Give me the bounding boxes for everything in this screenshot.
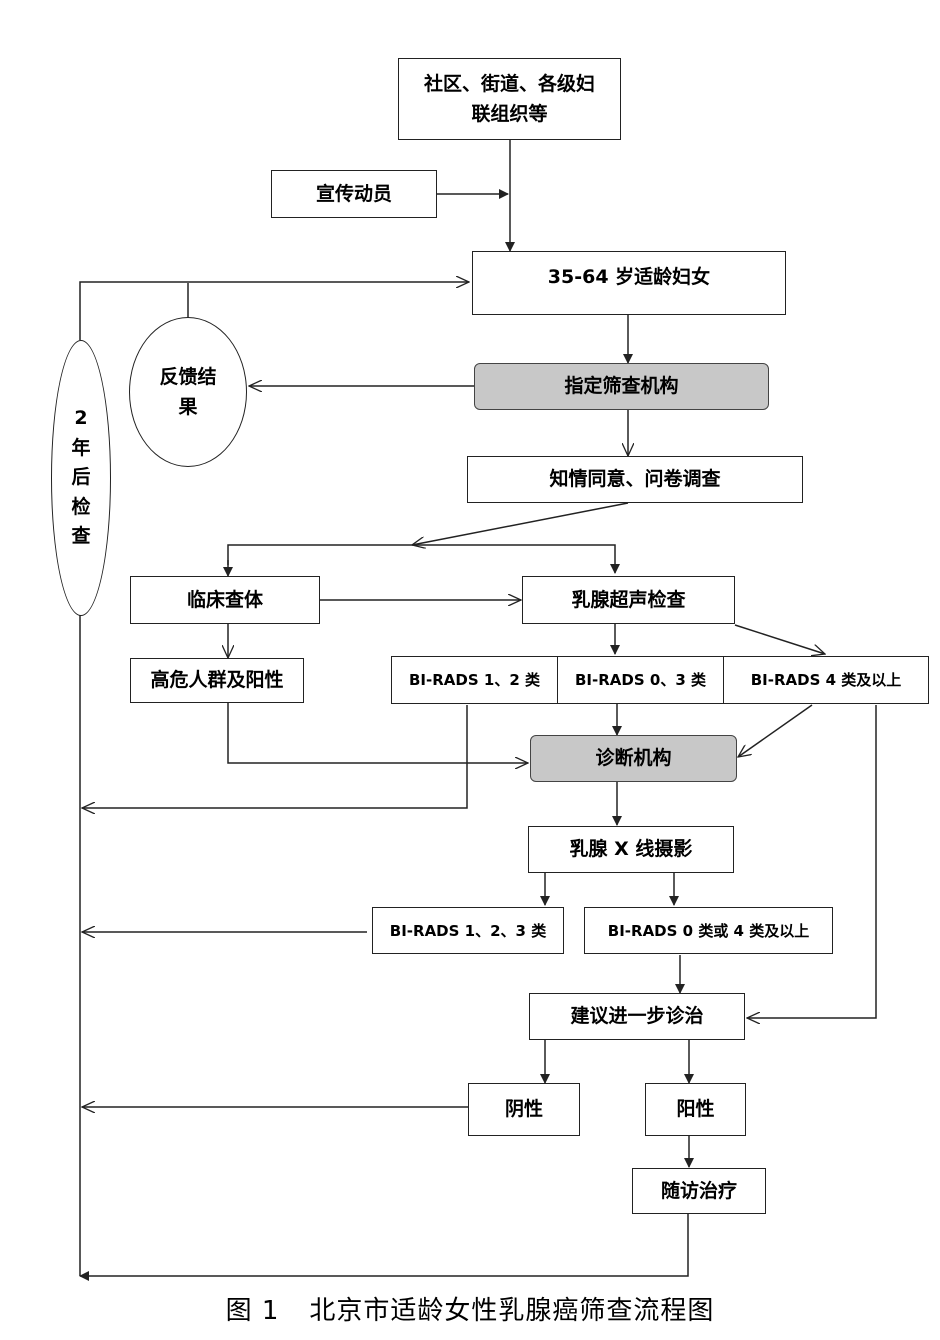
node-negative: 阴性	[468, 1083, 580, 1136]
node-positive: 阳性	[645, 1083, 746, 1136]
figure-label: 图 1	[225, 1296, 280, 1326]
node-feedback: 反馈结果	[129, 317, 247, 467]
node-women: 35-64 岁适龄妇女	[472, 251, 786, 315]
node-birads-4-plus: BI-RADS 4 类及以上	[723, 656, 929, 704]
node-further-treatment: 建议进一步诊治	[529, 993, 745, 1040]
figure-caption: 图 1 北京市适龄女性乳腺癌筛查流程图	[0, 1290, 940, 1327]
node-birads-1-2: BI-RADS 1、2 类	[391, 656, 558, 704]
node-designated: 指定筛查机构	[474, 363, 769, 410]
node-high-risk: 高危人群及阳性	[130, 658, 304, 703]
arrow-loop-to-women	[79, 282, 469, 340]
split-line	[227, 544, 620, 574]
node-diagnosis: 诊断机构	[530, 735, 737, 782]
arrow-birads12-to-left	[82, 705, 468, 808]
node-two-year-check: 2年后检查	[51, 340, 111, 616]
node-clinical: 临床查体	[130, 576, 320, 624]
node-xray: 乳腺 X 线摄影	[528, 826, 734, 873]
arrow-consent-to-split	[412, 502, 629, 545]
arrow-followup-return	[79, 1214, 689, 1281]
node-followup: 随访治疗	[632, 1168, 766, 1214]
arrow-birads4-to-diagnosis	[738, 704, 813, 757]
node-consent: 知情同意、问卷调查	[467, 456, 803, 503]
node-publicity: 宣传动员	[271, 170, 437, 218]
node-org: 社区、街道、各级妇联组织等	[398, 58, 621, 140]
arrow-ultrasound-to-birads4	[734, 624, 825, 654]
node-birads-1-2-3: BI-RADS 1、2、3 类	[372, 907, 564, 954]
node-birads-0-3: BI-RADS 0、3 类	[557, 656, 724, 704]
figure-title: 北京市适龄女性乳腺癌筛查流程图	[309, 1296, 715, 1326]
node-ultrasound: 乳腺超声检查	[522, 576, 735, 624]
arrow-birads4-to-further	[747, 705, 877, 1018]
arrow-highrisk-to-diagnosis	[227, 703, 528, 763]
node-birads-0-or-4: BI-RADS 0 类或 4 类及以上	[584, 907, 833, 954]
